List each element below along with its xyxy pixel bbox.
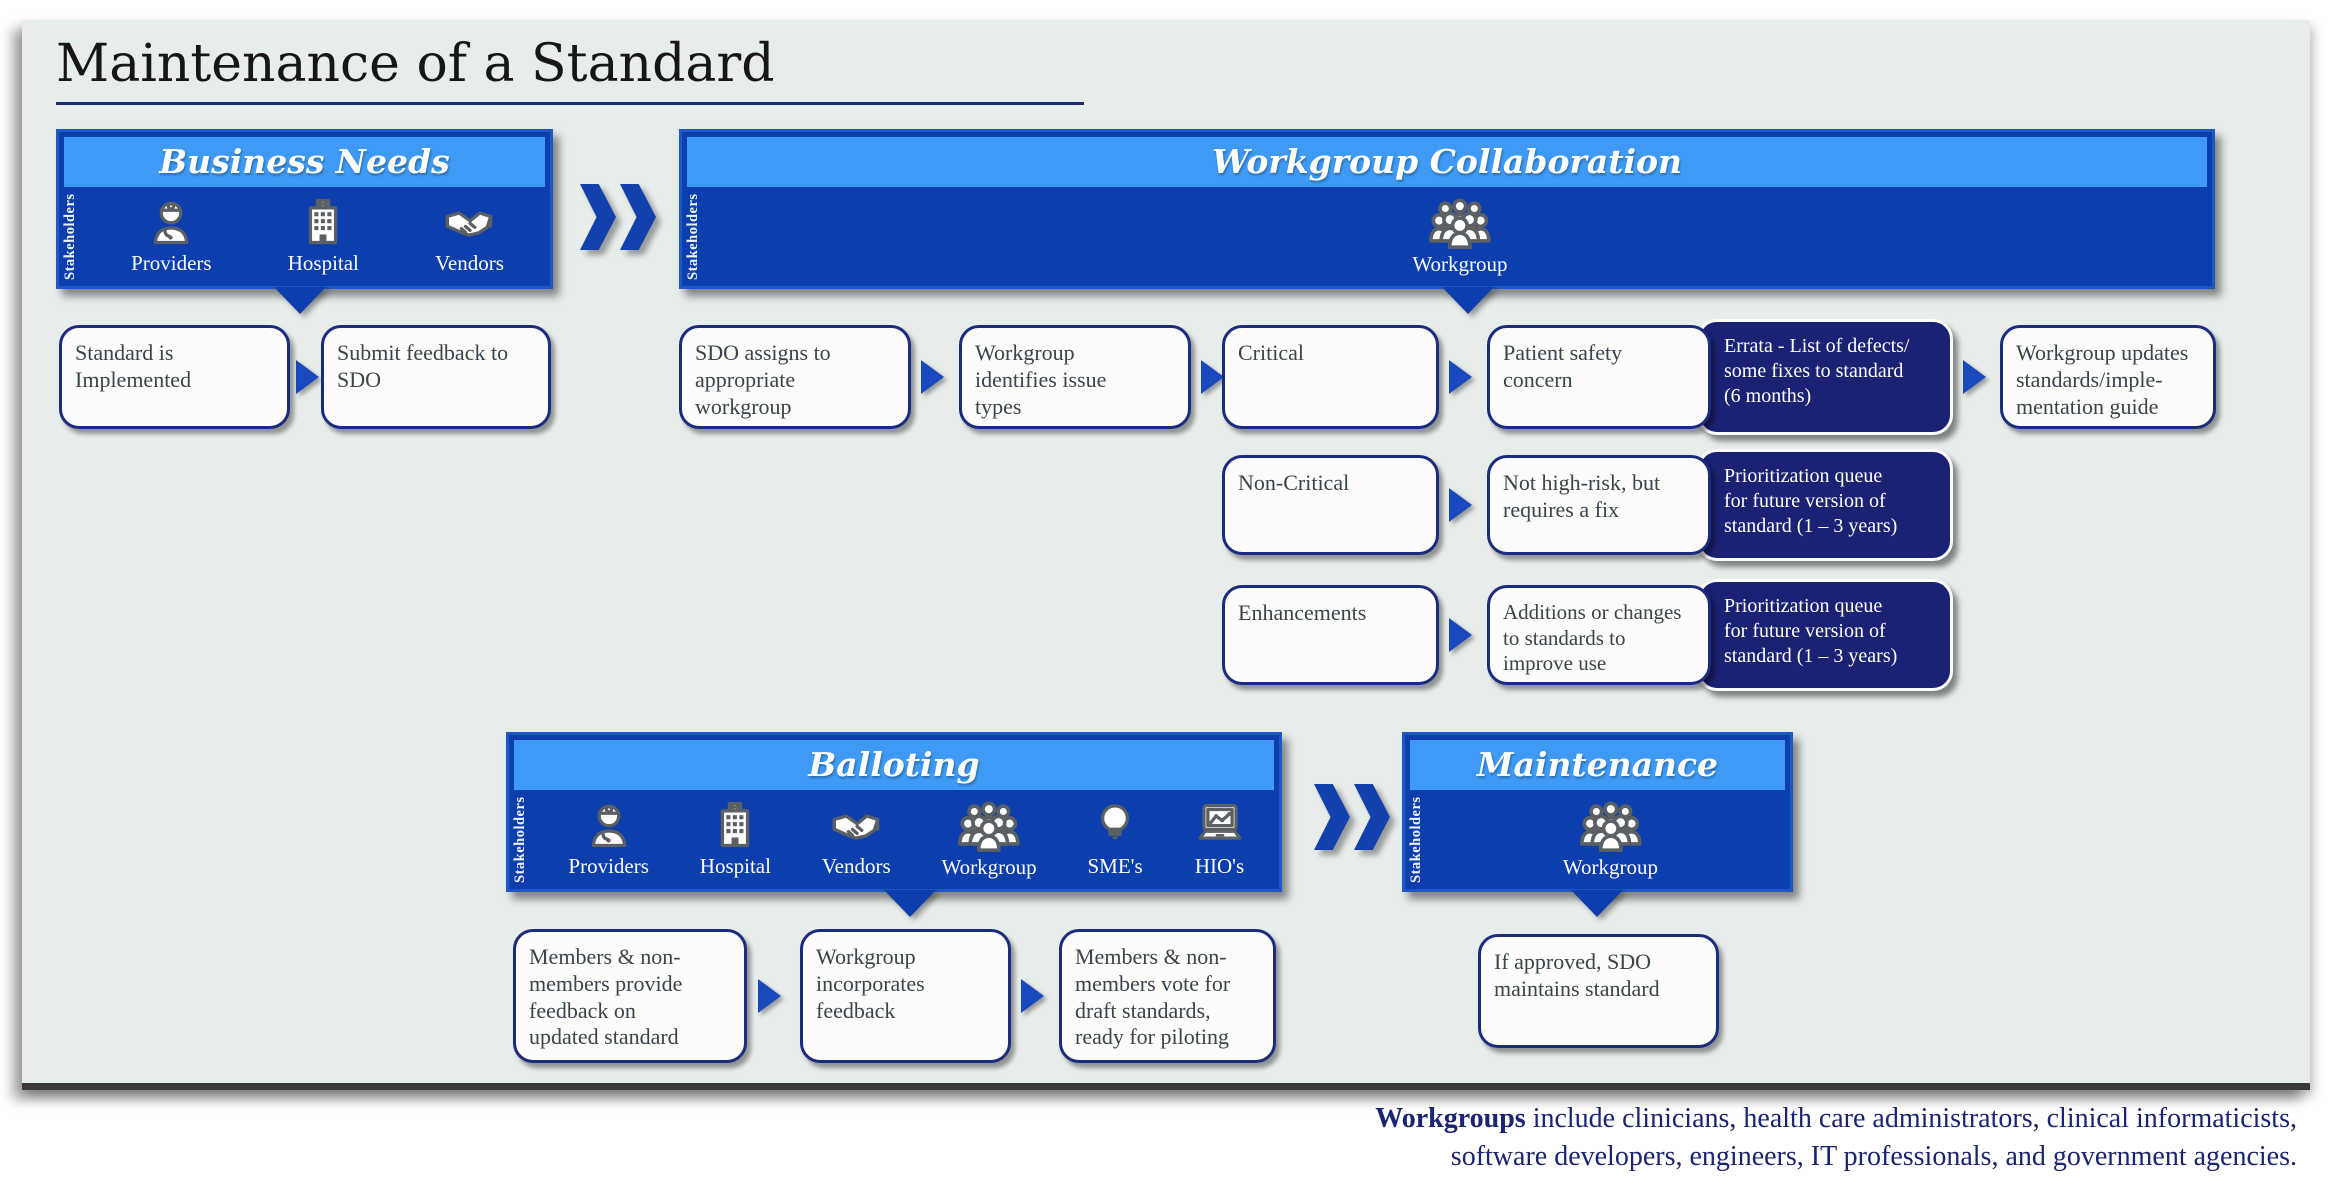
laptop-chart-icon xyxy=(1197,803,1242,840)
stakeholder-label: Hospital xyxy=(287,250,359,275)
box-sdo-assigns: SDO assigns to appropriate workgroup xyxy=(679,325,911,429)
flow-arrow xyxy=(296,360,319,394)
panel-balloting: Balloting Stakeholders Providers xyxy=(506,732,1282,892)
handshake-icon xyxy=(832,814,880,840)
handshake-icon xyxy=(446,211,493,237)
stakeholder-hospital: Hospital xyxy=(700,800,771,878)
hospital-icon xyxy=(309,198,338,245)
panel-maintenance-body: Workgroup xyxy=(1439,793,1782,885)
stakeholder-label: Providers xyxy=(131,250,212,275)
stakeholder-label: Vendors xyxy=(821,853,891,878)
box-workgroup-updates: Workgroup updates standards/imple- menta… xyxy=(2000,325,2216,429)
flow-arrow xyxy=(921,360,944,394)
box-submit-feedback: Submit feedback to SDO xyxy=(321,325,551,429)
stakeholder-label: Workgroup xyxy=(1562,855,1659,880)
box-critical: Critical xyxy=(1222,325,1439,429)
double-chevron-icon xyxy=(1314,784,1390,850)
footer-line1: include clinicians, health care administ… xyxy=(1525,1103,2297,1134)
footer-line2: software developers, engineers, IT profe… xyxy=(1450,1140,2297,1172)
box-workgroup-identifies: Workgroup identifies issue types xyxy=(959,325,1191,429)
flow-arrow xyxy=(1021,979,1044,1013)
stakeholder-providers: Providers xyxy=(131,197,212,275)
panel-pointer xyxy=(1571,890,1623,917)
stakeholder-workgroup: Workgroup xyxy=(1563,798,1658,879)
stakeholders-side-label: Stakeholders xyxy=(685,193,701,281)
stakeholder-vendors: Vendors xyxy=(822,800,891,878)
panel-workgroup-collaboration-body: Workgroup xyxy=(716,190,2204,282)
hospital-icon xyxy=(721,801,750,848)
workgroup-icon xyxy=(1579,801,1642,853)
stakeholder-label: Vendors xyxy=(435,250,504,275)
provider-icon xyxy=(591,804,626,848)
stakeholder-label: Providers xyxy=(568,853,649,878)
provider-icon xyxy=(154,201,189,245)
stakeholder-label: Workgroup xyxy=(941,855,1037,880)
panel-business-needs-title: Business Needs xyxy=(64,137,545,187)
panel-balloting-body: Providers Hospital Ve xyxy=(543,793,1271,885)
box-patient-safety: Patient safety concern xyxy=(1487,325,1711,429)
stakeholder-workgroup: Workgroup xyxy=(1412,195,1508,277)
stakeholder-providers: Providers xyxy=(568,800,649,878)
box-non-critical: Non-Critical xyxy=(1222,455,1439,555)
stakeholder-hospital: Hospital xyxy=(288,197,359,275)
stakeholders-side-label: Stakeholders xyxy=(62,193,78,281)
page-title: Maintenance of a Standard xyxy=(56,34,775,94)
flow-arrow xyxy=(1449,360,1472,394)
panel-balloting-title: Balloting xyxy=(514,740,1274,790)
box-members-vote: Members & non- members vote for draft st… xyxy=(1059,929,1276,1063)
stakeholders-side-label: Stakeholders xyxy=(512,796,528,884)
stakeholder-label: SME's xyxy=(1087,853,1143,878)
box-errata: Errata - List of defects/ some fixes to … xyxy=(1697,319,1953,435)
stakeholders-side-label: Stakeholders xyxy=(1408,796,1424,884)
panel-workgroup-collaboration-title: Workgroup Collaboration xyxy=(687,137,2207,187)
box-standard-implemented: Standard is Implemented xyxy=(59,325,290,429)
flow-arrow xyxy=(758,979,781,1013)
footer-note: Workgroups include clinicians, health ca… xyxy=(797,1100,2297,1175)
title-underline xyxy=(56,102,1084,105)
panel-maintenance: Maintenance Stakeholders Workgro xyxy=(1402,732,1793,892)
panel-workgroup-collaboration: Workgroup Collaboration Stakeholders xyxy=(679,129,2215,289)
footer-bold-word: Workgroups xyxy=(1375,1103,1526,1134)
box-not-high-risk: Not high-risk, but requires a fix xyxy=(1487,455,1711,555)
panel-pointer xyxy=(274,287,326,314)
panel-maintenance-title: Maintenance xyxy=(1410,740,1785,790)
panel-pointer xyxy=(1442,287,1494,314)
stakeholder-label: HIO's xyxy=(1194,853,1245,878)
workgroup-icon xyxy=(958,801,1020,853)
panel-business-needs-body: Providers Hospital Ve xyxy=(93,190,542,282)
stakeholder-workgroup: Workgroup xyxy=(942,798,1037,879)
workgroup-icon xyxy=(1429,198,1491,250)
box-prioritization-enhancements: Prioritization queue for future version … xyxy=(1697,579,1953,691)
stakeholder-label: Workgroup xyxy=(1412,252,1508,277)
flow-arrow xyxy=(1963,360,1986,394)
box-members-provide-feedback: Members & non- members provide feedback … xyxy=(513,929,747,1063)
stakeholder-hio: HIO's xyxy=(1194,800,1246,878)
stakeholder-vendors: Vendors xyxy=(435,197,504,275)
box-workgroup-incorporates: Workgroup incorporates feedback xyxy=(800,929,1011,1063)
flow-arrow xyxy=(1449,618,1472,652)
flow-arrow xyxy=(1201,360,1224,394)
lightbulb-icon xyxy=(1101,804,1130,840)
panel-pointer xyxy=(884,890,936,917)
stakeholder-sme: SME's xyxy=(1088,800,1143,878)
double-chevron-icon xyxy=(580,184,656,250)
box-if-approved: If approved, SDO maintains standard xyxy=(1478,934,1719,1048)
flow-arrow xyxy=(1449,488,1472,522)
panel-business-needs: Business Needs Stakeholders Providers xyxy=(56,129,553,289)
stakeholder-label: Hospital xyxy=(699,853,771,878)
box-additions-changes: Additions or changes to standards to imp… xyxy=(1487,585,1711,685)
box-enhancements: Enhancements xyxy=(1222,585,1439,685)
box-prioritization-non-critical: Prioritization queue for future version … xyxy=(1697,449,1953,561)
